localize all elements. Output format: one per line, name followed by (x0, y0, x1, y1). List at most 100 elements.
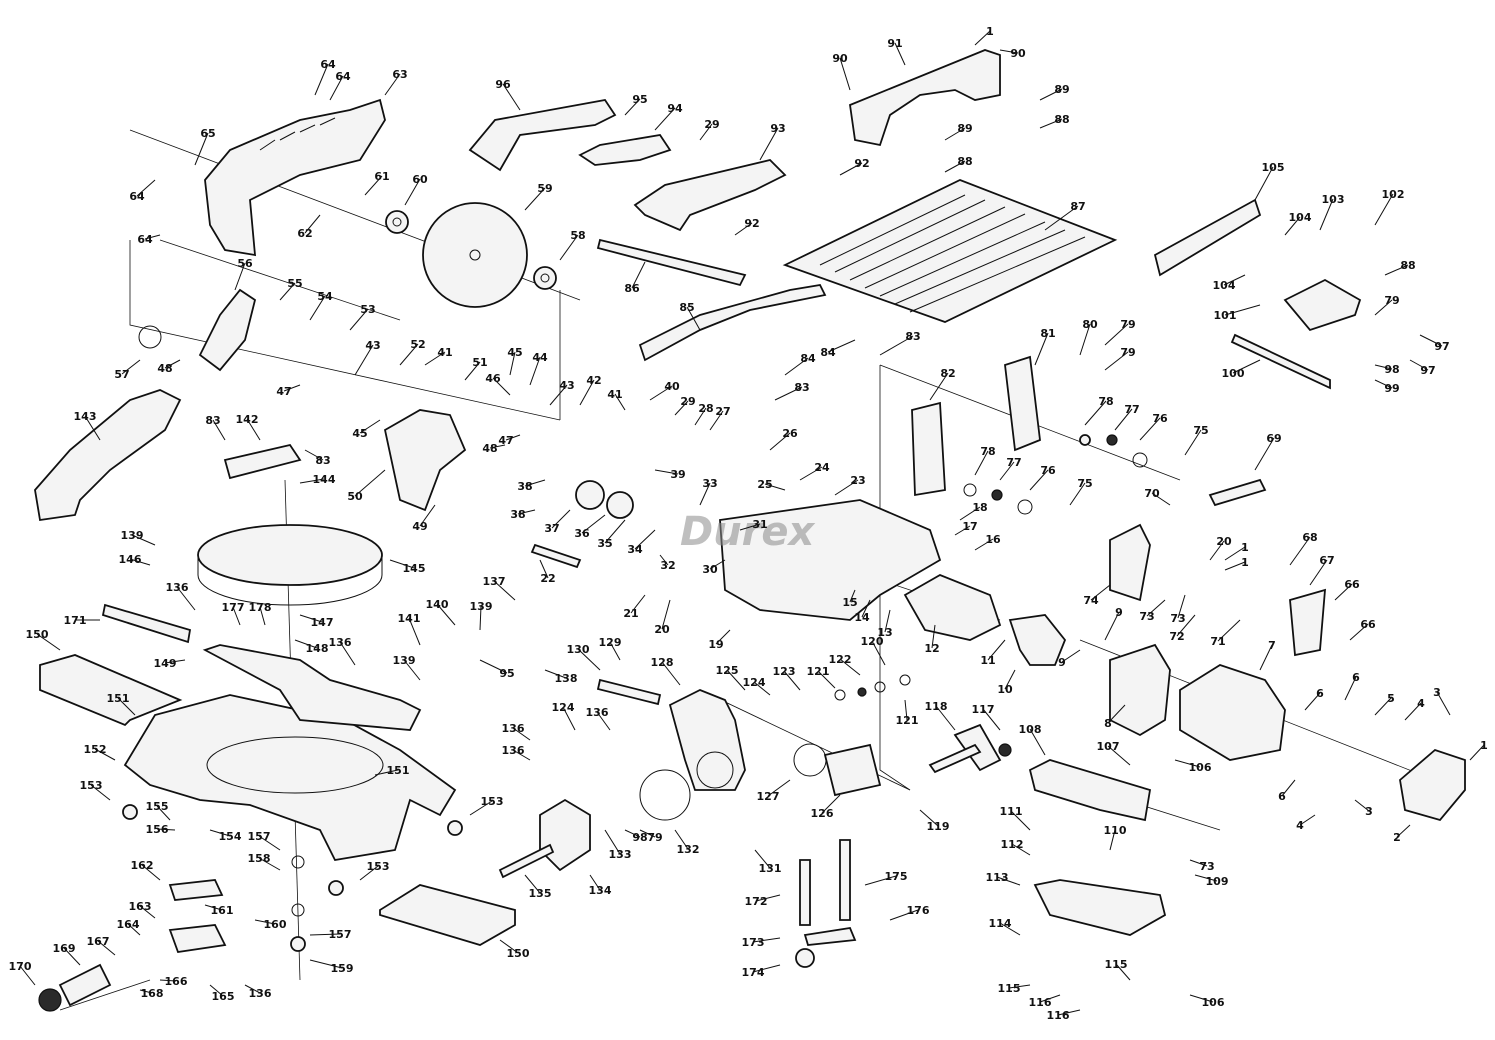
part-number-label: 103 (1322, 193, 1345, 206)
leader-line (694, 407, 707, 426)
bevel-plate (223, 443, 302, 480)
rip-fence-top (849, 49, 1001, 147)
part-number-label: 54 (317, 290, 333, 303)
part-number-label: 150 (26, 628, 49, 641)
leader-line (479, 659, 508, 674)
leader-line (309, 295, 326, 321)
leader-line (734, 222, 753, 236)
part-number-label: 107 (1097, 740, 1120, 753)
part-number-label: 95 (499, 667, 514, 680)
leader-line (299, 478, 325, 484)
part-number-label: 30 (702, 563, 718, 576)
leader-line (141, 864, 161, 881)
part-number-label: 80 (1082, 318, 1098, 331)
part-number-label: 69 (1266, 432, 1281, 445)
leader-line (19, 965, 36, 986)
part-number-label: 145 (403, 562, 426, 575)
part-number-label: 98 (1384, 363, 1399, 376)
part-number-label: 95 (632, 93, 647, 106)
part-number-label: 84 (800, 352, 816, 365)
leader-line (1177, 594, 1186, 619)
part-number-label: 98 (632, 831, 647, 844)
part-number-label: 129 (599, 636, 622, 649)
part-number-label: 38 (510, 508, 525, 521)
leader-line (1079, 323, 1091, 356)
part-number-label: 76 (1152, 412, 1168, 425)
fence-rail-a (1028, 759, 1152, 822)
part-number-label: 83 (794, 381, 809, 394)
leader-line (1334, 583, 1353, 601)
part-number-label: 170 (9, 960, 32, 973)
part-number-label: 79 (647, 831, 662, 844)
leader-line (624, 829, 641, 838)
leader-line (631, 261, 646, 289)
leader-line (309, 933, 341, 936)
leader-line (551, 509, 571, 529)
leader-line (1374, 379, 1393, 389)
part-number-label: 156 (146, 823, 169, 836)
part-number-label: 168 (141, 987, 164, 1000)
part-number-label: 26 (782, 427, 798, 440)
dust-shoot (34, 389, 182, 522)
part-number-label: 60 (412, 173, 428, 186)
part-number-label: 157 (329, 928, 352, 941)
part-number-label: 100 (1222, 367, 1245, 380)
part-number-label: 48 (157, 362, 172, 375)
leader-line (1304, 692, 1321, 711)
leader-line (929, 372, 949, 401)
leader-line (849, 589, 856, 603)
part-number-label: 36 (574, 527, 590, 540)
part-number-label: 48 (482, 442, 497, 455)
part-number-label: 91 (887, 37, 902, 50)
part-number-label: 64 (335, 70, 351, 83)
leader-line (799, 466, 823, 481)
leader-line (699, 482, 711, 506)
part-number-label: 87 (1070, 200, 1085, 213)
leader-line (1004, 669, 1016, 690)
leader-line (596, 711, 611, 731)
leader-line (1319, 198, 1334, 231)
part-number-label: 108 (1019, 723, 1042, 736)
leader-line (839, 658, 861, 676)
leader-line (827, 339, 856, 353)
leader-line (614, 393, 626, 411)
part-number-label: 29 (704, 118, 719, 131)
leader-line (283, 384, 301, 392)
leader-line (1374, 364, 1393, 370)
part-number-label: 136 (166, 581, 189, 594)
leader-line (359, 419, 381, 434)
part-number-label: 89 (1054, 83, 1069, 96)
leader-line (1044, 205, 1079, 231)
part-number-label: 47 (498, 434, 513, 447)
leader-line (1309, 559, 1328, 586)
saw-blade (422, 202, 528, 308)
table-top (782, 179, 1118, 323)
part-number-label: 93 (770, 122, 785, 135)
leader-line (1090, 584, 1111, 601)
part-number-label: 104 (1289, 211, 1312, 224)
part-number-label: 159 (331, 962, 354, 975)
part-number-label: 21 (623, 607, 638, 620)
blade-flange (385, 210, 557, 290)
part-number-label: 157 (248, 830, 271, 843)
part-number-label: 92 (744, 217, 759, 230)
leader-line (834, 479, 859, 496)
part-number-label: 88 (957, 155, 972, 168)
leader-line (604, 519, 626, 544)
part-number-label: 121 (807, 665, 830, 678)
part-number-label: 173 (742, 936, 765, 949)
part-number-label: 14 (854, 611, 870, 624)
part-number-label: 135 (529, 887, 552, 900)
part-number-label: 136 (249, 987, 272, 1000)
leader-line (419, 504, 436, 527)
leader-line (489, 444, 506, 449)
part-number-label: 110 (1104, 824, 1127, 837)
part-number-label: 90 (1010, 47, 1026, 60)
part-number-label: 141 (398, 612, 421, 625)
leader-line (436, 603, 456, 626)
part-number-label: 121 (896, 714, 919, 727)
part-number-label: 38 (517, 480, 532, 493)
part-number-label: 106 (1189, 761, 1212, 774)
part-number-label: 124 (743, 676, 766, 689)
part-number-label: 134 (589, 884, 612, 897)
